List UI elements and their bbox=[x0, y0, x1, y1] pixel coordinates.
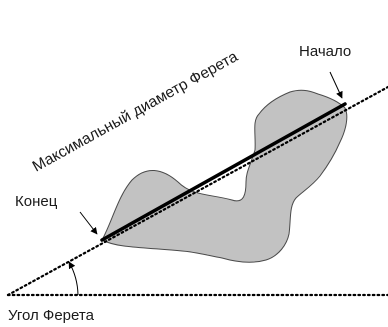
angle-label: Угол Ферета bbox=[8, 307, 95, 324]
feret-extension-dotted-line bbox=[6, 85, 388, 297]
max-diameter-label: Максимальный диаметр Ферета bbox=[30, 48, 241, 175]
start-pointer-arrow-icon bbox=[329, 71, 343, 99]
angle-arc-icon bbox=[68, 261, 79, 296]
particle-shape bbox=[101, 89, 348, 263]
end-label: Конец bbox=[15, 193, 58, 210]
end-pointer-arrow-icon bbox=[79, 211, 98, 235]
max-feret-diameter-line bbox=[100, 102, 347, 242]
start-label: Начало bbox=[299, 43, 351, 60]
